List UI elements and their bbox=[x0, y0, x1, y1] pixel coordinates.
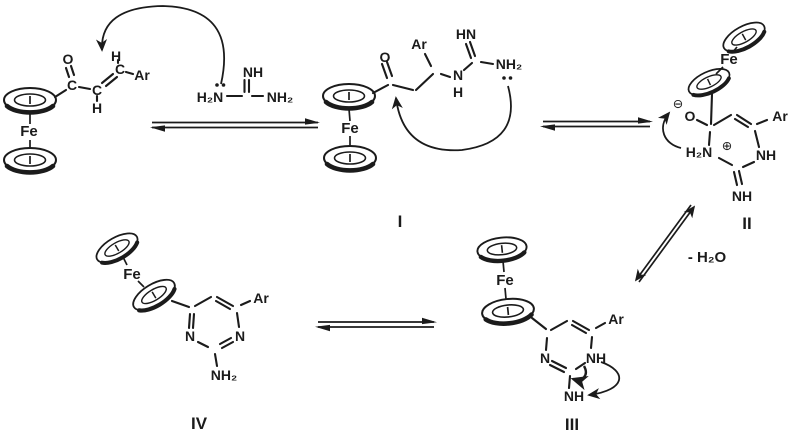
cp-ring-bottom bbox=[324, 146, 376, 170]
atom-label-c-beta: C bbox=[115, 61, 125, 77]
chain-bonds bbox=[371, 40, 495, 95]
ferrocenyl-chalcone: Fe O C C H C H Ar bbox=[4, 48, 150, 172]
atom-label-fe: Fe bbox=[720, 51, 738, 68]
atom-label-o: O bbox=[63, 51, 74, 67]
atom-label-nh-imine: NH bbox=[732, 188, 752, 204]
charge-plus: ⊕ bbox=[722, 139, 732, 153]
ring-bonds bbox=[695, 92, 769, 187]
atom-label-c-alpha: C bbox=[92, 82, 102, 98]
structure-label-IV: IV bbox=[191, 414, 208, 433]
cp-ring-top bbox=[323, 84, 375, 108]
structure-label-II: II bbox=[742, 214, 751, 233]
charge-minus: ⊖ bbox=[673, 97, 683, 111]
atom-label-h: H bbox=[453, 84, 463, 100]
chalcone-bonds bbox=[53, 58, 135, 103]
cp-ring-top bbox=[92, 227, 142, 268]
structure-label-III: III bbox=[565, 415, 579, 434]
atom-label-ar: Ar bbox=[772, 108, 788, 124]
lone-pair-dots bbox=[502, 76, 513, 80]
guanidine: NH H₂N NH₂ bbox=[197, 64, 293, 105]
atom-label-h-alpha: H bbox=[92, 100, 102, 116]
equilibrium-arrow-1 bbox=[150, 118, 320, 132]
curved-arrow-proton-transfer bbox=[657, 111, 682, 149]
atom-label-o: O bbox=[685, 108, 696, 124]
atom-label-nh2: NH₂ bbox=[211, 367, 237, 383]
atom-label-ar: Ar bbox=[608, 311, 624, 327]
atom-label-h2n: H₂N bbox=[686, 144, 712, 160]
atom-label-h2n: H₂N bbox=[197, 89, 223, 105]
ferrocene-links bbox=[348, 108, 351, 147]
atom-label-h-beta: H bbox=[111, 48, 121, 64]
cp-ring-bottom bbox=[4, 148, 56, 172]
atom-label-nh: NH bbox=[243, 64, 263, 80]
atom-label-nh2: NH₂ bbox=[496, 56, 522, 72]
ring-bonds bbox=[170, 295, 252, 368]
structure-label-I: I bbox=[398, 212, 403, 231]
curved-arrow-bond-shift bbox=[570, 365, 589, 391]
cp-ring-bottom bbox=[481, 296, 535, 326]
byproduct-label-h2o: - H₂O bbox=[688, 249, 727, 266]
ferrocene-links bbox=[502, 260, 507, 300]
atom-label-fe: Fe bbox=[341, 120, 359, 137]
atom-label-hn: HN bbox=[456, 26, 476, 42]
curved-arrow-tautomerization bbox=[587, 361, 620, 400]
atom-label-n: N bbox=[540, 350, 550, 366]
guanidine-bonds bbox=[225, 78, 265, 98]
atom-label-nh-ring: NH bbox=[756, 147, 776, 163]
atom-label-o: O bbox=[380, 49, 391, 65]
ferrocene-links bbox=[122, 256, 145, 288]
curved-arrow-nh2-attack bbox=[391, 85, 512, 152]
atom-label-ar: Ar bbox=[411, 36, 427, 52]
intermediate-II: Fe ⊖ O Ar H₂N ⊕ NH NH II bbox=[657, 17, 788, 233]
curved-arrow-guanidine-attack bbox=[95, 5, 226, 85]
cp-ring-top bbox=[4, 88, 56, 112]
atom-label-ar: Ar bbox=[134, 67, 150, 83]
atom-label-fe: Fe bbox=[20, 123, 38, 140]
atom-label-n: N bbox=[453, 67, 463, 83]
atom-label-nh-imine: NH bbox=[564, 388, 584, 404]
atom-label-ar: Ar bbox=[253, 290, 269, 306]
ring-bonds bbox=[530, 316, 607, 390]
intermediate-III: Fe N NH NH Ar III bbox=[476, 235, 624, 434]
atom-label-fe: Fe bbox=[496, 272, 514, 289]
ferrocene-links bbox=[715, 46, 738, 75]
cp-ring-bottom bbox=[682, 61, 736, 103]
lone-pair-dots bbox=[215, 83, 226, 87]
cp-ring-top bbox=[476, 235, 528, 263]
atom-label-n-right: N bbox=[235, 328, 245, 344]
equilibrium-arrow-2 bbox=[540, 117, 653, 131]
atom-label-n-left: N bbox=[185, 328, 195, 344]
atom-label-fe: Fe bbox=[123, 266, 141, 283]
equilibrium-arrow-diagonal bbox=[634, 204, 696, 283]
equilibrium-arrow-3 bbox=[315, 317, 437, 332]
atom-label-c-carbonyl: C bbox=[67, 77, 77, 93]
product-IV: Fe N N NH₂ Ar IV bbox=[92, 227, 269, 433]
intermediate-I: Fe O Ar HN N H NH₂ I bbox=[323, 26, 522, 231]
atom-label-nh2: NH₂ bbox=[267, 89, 293, 105]
